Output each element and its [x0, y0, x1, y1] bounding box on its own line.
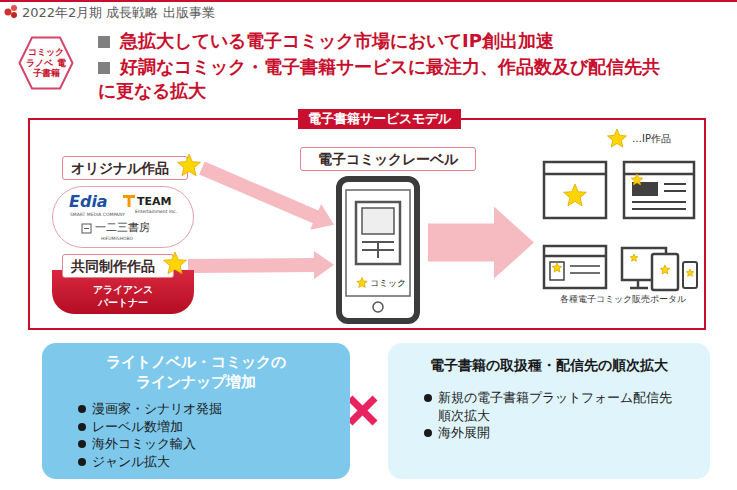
top-rule — [0, 0, 737, 2]
headline-text: 好調なコミック・電子書籍サービスに最注力、作品数及び配信先共に更なる拡大 — [98, 55, 668, 103]
star-icon — [178, 154, 201, 176]
device-line — [632, 201, 686, 203]
device-outline — [550, 262, 564, 280]
logo-dot — [5, 9, 12, 16]
node-text: TEAM — [137, 195, 171, 208]
flow-arrow — [199, 162, 334, 230]
device-line — [544, 255, 606, 258]
work-box: 共同制作作品 — [62, 254, 174, 278]
bullet-text: 新規の電子書籍プラットフォーム配信先 順次拡大 — [422, 389, 676, 424]
flow-arrow — [428, 207, 534, 279]
portal-group: 各種電子コミック販売ポータル — [540, 154, 705, 326]
bullet-text: 海外展開 — [422, 424, 698, 442]
node-text: Edia — [69, 192, 108, 211]
device-outline — [632, 182, 658, 196]
star-icon — [607, 129, 626, 147]
hifumi-logo-mark — [82, 224, 91, 233]
node-text: ライトノベル・コミックの ラインナップ増加 — [100, 353, 292, 392]
page-title: 2022年2月期 成長戦略 出版事業 — [22, 4, 215, 22]
node-text: 共同制作作品 — [71, 257, 155, 275]
label-box: 電子コミックレーベル — [300, 147, 476, 171]
phone-screen — [346, 190, 410, 296]
node-text: 電子書籍サービスモデル — [298, 109, 461, 129]
device-outline — [544, 246, 606, 288]
device-line — [632, 208, 686, 210]
star-icon — [630, 254, 638, 261]
bullet-square — [98, 36, 110, 48]
star-icon — [686, 269, 694, 276]
device-line — [377, 242, 379, 258]
legend-text: …IP作品 — [632, 132, 671, 146]
device-line — [664, 183, 686, 185]
star-icon-holder — [176, 153, 202, 179]
device-line — [664, 190, 686, 192]
comic-panel — [362, 208, 394, 234]
comic-icon — [356, 202, 400, 264]
star-icon — [552, 263, 562, 272]
home-button — [373, 302, 383, 312]
star-icon — [357, 278, 367, 288]
node-text: Entertainment Inc. — [135, 209, 177, 215]
node-text: 各種電子コミック販売ポータル — [540, 293, 705, 306]
device-line — [630, 287, 648, 290]
badge-hexagon: コミック ラノベ 電子書籍 — [18, 36, 74, 90]
device-line — [544, 173, 606, 176]
smartphone: コミック — [336, 176, 420, 324]
bullet-square — [98, 62, 110, 74]
bullet-text: 漫画家・シナリオ発掘 — [76, 400, 338, 418]
node-text: 電子書籍の取扱種・配信先の順次拡大 — [400, 357, 698, 375]
device-line — [570, 272, 600, 274]
node-text: アライアンス パートナー — [87, 284, 159, 309]
bullet-text: 海外コミック輸入 — [76, 435, 338, 453]
star-icon — [564, 184, 587, 206]
legend-star — [606, 128, 628, 150]
bullet-text: レーベル数増加 — [76, 418, 338, 436]
lineup-panel: ライトノベル・コミックの ラインナップ増加漫画家・シナリオ発掘レーベル数増加海外… — [42, 343, 350, 479]
node-text: HIFUMISHOBO — [101, 236, 133, 242]
device-outline — [683, 262, 697, 288]
bullet-text: ジャンル拡大 — [76, 453, 338, 471]
partner-logo-oval: EdiaSMART MEDIA COMPANY TEAMEntertainment… — [52, 186, 194, 248]
node-text: コミック ラノベ 電子書籍 — [26, 47, 66, 78]
device-outline — [544, 162, 606, 218]
device-line — [570, 265, 600, 267]
service-model-frame: 電子書籍サービスモデルオリジナル作品EdiaSMART MEDIA COMPAN… — [28, 118, 706, 330]
node-text: オリジナル作品 — [71, 159, 169, 177]
device-outline — [652, 254, 678, 290]
node-text: 電子コミックレーベル — [318, 150, 458, 168]
distribution-panel: 電子書籍の取扱種・配信先の順次拡大新規の電子書籍プラットフォーム配信先 順次拡大… — [388, 343, 710, 479]
flow-arrow — [188, 251, 334, 279]
device-outline — [624, 162, 694, 218]
cross-mark — [350, 398, 375, 423]
work-box: オリジナル作品 — [62, 156, 188, 180]
node-text: コミック — [370, 278, 406, 289]
star-icon — [631, 174, 642, 185]
device-line — [84, 228, 89, 229]
star-icon-holder — [162, 251, 188, 277]
device-line — [624, 173, 694, 176]
logo-dot — [11, 12, 17, 18]
phone-illustration — [342, 182, 414, 318]
headline-text: 急拡大している電子コミック市場においてIP創出加速 — [120, 29, 554, 53]
node-text: 一二三書房 — [95, 221, 150, 235]
hexagon-outline — [20, 38, 73, 89]
cross-mark — [350, 398, 375, 423]
team-logo-mark — [128, 195, 131, 207]
node-text: SMART MEDIA COMPANY — [70, 212, 125, 218]
star-icon — [660, 265, 670, 274]
logo-dot — [11, 5, 17, 11]
